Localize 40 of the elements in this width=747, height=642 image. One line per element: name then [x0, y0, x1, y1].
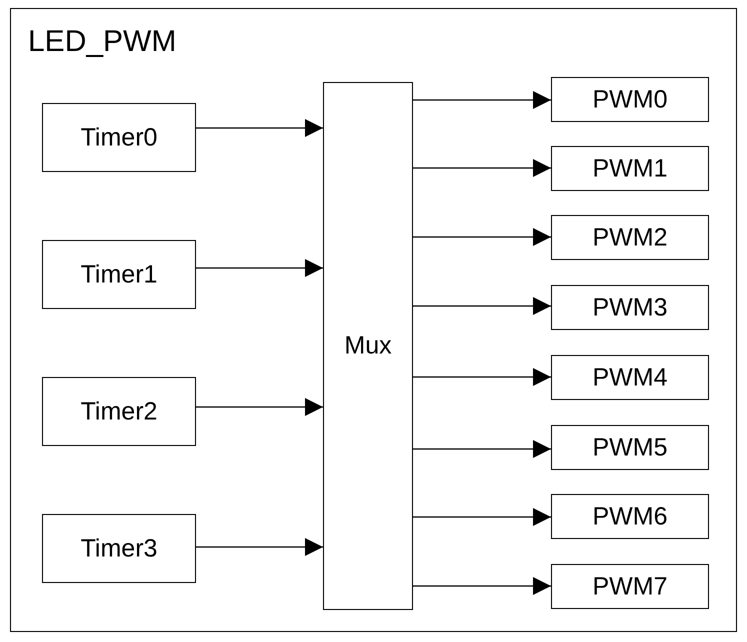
container-box	[10, 8, 737, 632]
block-box	[42, 514, 196, 583]
block-box	[551, 355, 709, 400]
block-label: Timer1	[80, 260, 158, 289]
block-box	[42, 103, 196, 172]
block-box	[551, 564, 709, 609]
block-label: PWM0	[592, 85, 668, 114]
block-box	[42, 377, 196, 446]
arrow	[413, 228, 551, 246]
block-box	[323, 82, 413, 610]
block-label: PWM7	[592, 572, 668, 601]
arrow	[196, 119, 323, 137]
block-label: PWM2	[592, 223, 668, 252]
block-label: PWM3	[592, 293, 668, 322]
block-box	[551, 146, 709, 191]
arrow	[196, 398, 323, 416]
block-label: PWM4	[592, 363, 668, 392]
arrow	[413, 577, 551, 595]
container-label: LED_PWM	[28, 25, 176, 59]
arrow	[413, 440, 551, 458]
block-label: Timer0	[80, 123, 158, 152]
arrow	[413, 368, 551, 386]
block-box	[551, 494, 709, 539]
block-box	[551, 215, 709, 260]
block-label: PWM6	[592, 502, 668, 531]
block-box	[42, 240, 196, 309]
arrow	[196, 259, 323, 277]
block-label: Mux	[343, 332, 393, 360]
block-box	[551, 425, 709, 470]
arrow	[413, 297, 551, 315]
block-label: Timer3	[80, 534, 158, 563]
arrow	[196, 538, 323, 556]
block-box	[551, 77, 709, 122]
block-label: PWM1	[592, 154, 668, 183]
block-box	[551, 285, 709, 330]
arrow	[413, 508, 551, 526]
arrow	[413, 91, 551, 109]
block-label: PWM5	[592, 433, 668, 462]
block-label: Timer2	[80, 397, 158, 426]
arrow	[413, 159, 551, 177]
